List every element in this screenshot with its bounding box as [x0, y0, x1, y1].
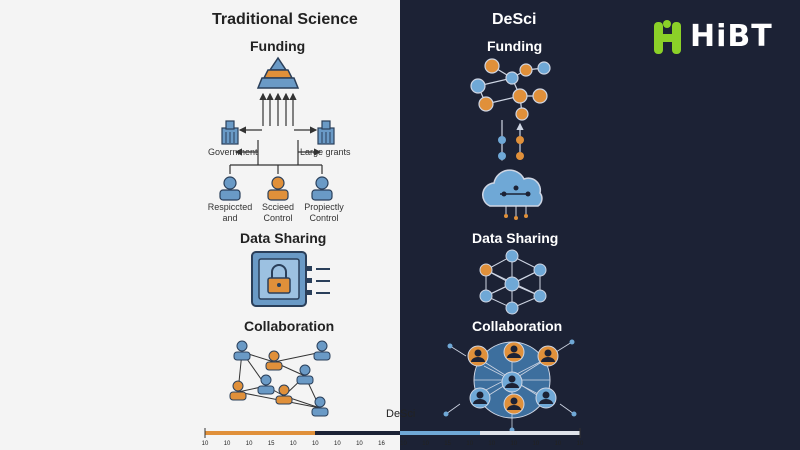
right-data-sharing-heading: Data Sharing	[472, 230, 559, 246]
bar-tick-label: 10	[400, 441, 407, 447]
crypto-token-icon	[470, 58, 551, 160]
bar-tick-label: 15	[444, 441, 451, 447]
person-avatar-icon	[311, 396, 329, 417]
person-avatar-icon	[503, 393, 525, 415]
hibt-logo-mark-icon	[654, 20, 681, 54]
tier-label: Sccieed Control	[261, 202, 295, 223]
person-avatar-icon	[257, 374, 275, 395]
person-avatar-icon	[229, 380, 247, 401]
safe-latches	[307, 266, 330, 295]
funding-pyramid-icon	[256, 56, 300, 89]
person-avatar-icon	[469, 387, 491, 409]
left-collaboration-heading: Collaboration	[244, 318, 335, 334]
person-avatar-icon	[296, 364, 314, 385]
bar-tick-label: 15	[267, 441, 275, 447]
bar-tick-label: 10	[554, 441, 562, 447]
hibt-logo-text: HiBT	[690, 19, 773, 54]
person-avatar-icon	[275, 384, 293, 405]
bar-tick-label: 10	[532, 441, 540, 447]
government-label: Government	[208, 147, 258, 157]
bar-tick-label: 10	[422, 441, 429, 447]
tier-person-icon	[219, 176, 241, 201]
government-building-icon	[221, 120, 239, 145]
right-title: DeSci	[492, 11, 537, 28]
person-avatar-icon	[535, 387, 557, 409]
person-avatar-icon	[467, 345, 489, 367]
tier-label: Propiectly Control	[304, 202, 344, 223]
bar-tick-label: 10	[334, 441, 341, 447]
bar-tick-label: 10	[466, 441, 474, 447]
person-avatar-icon	[501, 371, 523, 393]
large-grants-label: Large grants	[300, 147, 351, 157]
locked-safe-icon	[251, 251, 307, 307]
bar-tick-label: 10	[488, 441, 496, 447]
bar-tick-label: 10	[245, 441, 253, 447]
bar-tick-label: 10	[201, 441, 209, 447]
bar-tick-label: 10	[510, 441, 518, 447]
person-avatar-icon	[265, 350, 283, 371]
person-avatar-icon	[537, 345, 559, 367]
bar-caption: DeSci	[386, 408, 416, 420]
right-funding-heading: Funding	[487, 38, 543, 54]
left-data-sharing-heading: Data Sharing	[240, 230, 327, 246]
tier-person-icon	[311, 176, 333, 201]
funding-flow-arrows	[229, 92, 323, 174]
tier-person-icon	[267, 176, 289, 201]
bar-tick-label: 10	[289, 441, 297, 447]
traditional-science-panel	[0, 0, 400, 450]
bar-tick-label: 10	[223, 441, 231, 447]
person-avatar-icon	[313, 340, 331, 361]
person-avatar-icon	[233, 340, 251, 361]
bar-tick-label: 10	[311, 441, 319, 447]
bar-tick-label: 10	[576, 441, 584, 447]
bar-tick-label: 10	[356, 441, 363, 447]
comparison-bar	[204, 428, 581, 438]
network-node-icon	[479, 249, 547, 315]
bar-tick-label: 16	[378, 441, 385, 447]
grant-building-icon	[317, 120, 335, 145]
desci-panel	[400, 0, 800, 450]
cloud-storage-icon	[482, 169, 543, 220]
right-collaboration-heading: Collaboration	[472, 318, 563, 334]
left-title: Traditional Science	[212, 11, 358, 28]
person-avatar-icon	[503, 341, 525, 363]
tier-label: Respiccted and	[207, 202, 253, 223]
left-funding-heading: Funding	[250, 38, 306, 54]
